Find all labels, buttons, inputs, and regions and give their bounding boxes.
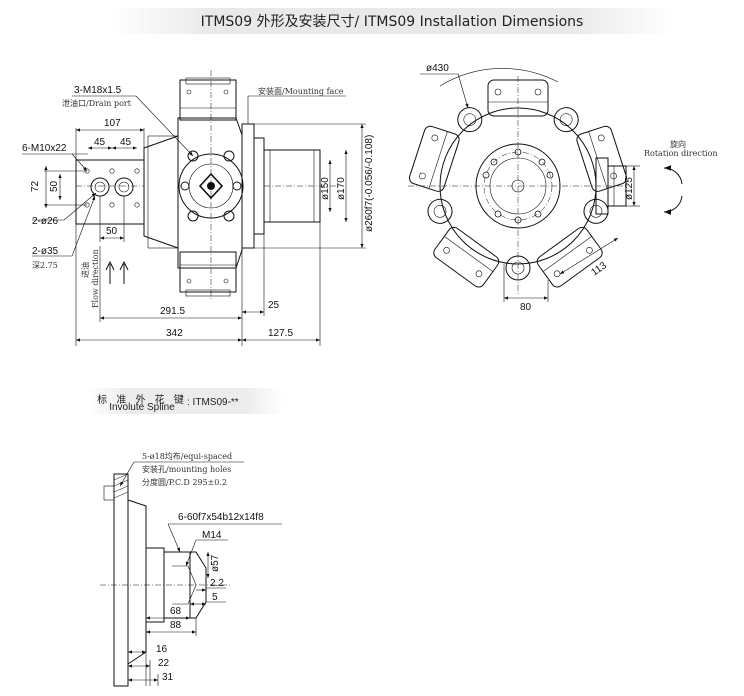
spline-label-bar [88, 388, 284, 414]
dim-80: 80 [520, 302, 532, 313]
flange-plate [113, 473, 129, 687]
holes-note-3: 分度圆/P.C.D 295±0.2 [142, 477, 227, 487]
thread-label: 6-M10x22 [22, 143, 67, 154]
dim-phi260: ø260f7(-0.056/-0.108) [364, 135, 375, 232]
drain-port-label: 泄油口/Drain port [62, 98, 132, 108]
spline-label-zh: 标 准 外 花 键 [97, 395, 187, 406]
dim-50-horizontal: 50 [106, 226, 118, 237]
mounting-face-label: 安装面/Mounting face [258, 86, 344, 96]
rotation-label-en: Rotation direction [644, 149, 718, 158]
spline-detail: 5-ø18均布/equi-spaced 安装孔/mounting holes 分… [100, 451, 282, 687]
dim-45-right: 45 [120, 137, 132, 148]
page-title: ITMS09 外形及安装尺寸/ ITMS09 Installation Dime… [200, 14, 584, 30]
drain-port-size: 3-M18x1.5 [74, 85, 122, 96]
dim-342: 342 [166, 328, 183, 339]
spline-label-en: Involute Spline [109, 402, 175, 413]
dim-5: 5 [212, 592, 218, 603]
dim-phi57: ø57 [210, 554, 221, 572]
dim-50-vertical: 50 [49, 180, 60, 192]
thread-m14: M14 [202, 530, 222, 541]
rotation-ccw-arrow-icon [663, 165, 683, 185]
hole-35-label: 2-ø35 [32, 246, 59, 257]
dim-127-5: 127.5 [268, 328, 293, 339]
hole-26-label: 2-ø26 [32, 216, 59, 227]
depth-label: 深2.75 [32, 261, 58, 270]
dim-291-5: 291.5 [160, 306, 185, 317]
dim-107: 107 [104, 118, 121, 129]
front-view: 3-M18x1.5 泄油口/Drain port 安装面/Mounting fa… [22, 70, 375, 346]
flow-arrow-up-icon [119, 260, 129, 284]
dim-22: 22 [158, 658, 170, 669]
dim-phi125: ø125 [624, 177, 635, 200]
flow-arrow-up-icon [105, 260, 115, 284]
spline-spec: 6-60f7x54b12x14f8 [178, 512, 264, 523]
port-hole-left [90, 177, 110, 197]
dim-45-left: 45 [94, 137, 106, 148]
holes-note-2: 安装孔/mounting holes [142, 464, 231, 474]
dim-25: 25 [268, 300, 280, 311]
title-banner: ITMS09 外形及安装尺寸/ ITMS09 Installation Dime… [112, 8, 672, 34]
rotation-cw-arrow-icon [663, 195, 683, 215]
holes-note-1: 5-ø18均布/equi-spaced [142, 451, 232, 461]
oil-inlet-label: 进油 [80, 262, 90, 278]
dim-2-2: 2.2 [210, 578, 224, 589]
dim-phi150: ø150 [320, 177, 331, 200]
dim-phi170: ø170 [336, 177, 347, 200]
dim-phi430: ø430 [426, 63, 449, 74]
spline-code: : ITMS09-** [187, 397, 239, 408]
dim-68: 68 [170, 606, 182, 617]
dim-16: 16 [156, 644, 168, 655]
side-view: ø430 旋向 Rotation direction ø125 113 80 [408, 63, 718, 313]
rotation-label-zh: 旋向 [670, 139, 686, 149]
dim-31: 31 [162, 672, 174, 683]
motor-body [177, 117, 243, 269]
port-hole-right [114, 177, 134, 197]
flow-direction-label: Flow direction [91, 249, 100, 308]
dim-88: 88 [170, 620, 182, 631]
dim-72: 72 [30, 180, 41, 192]
